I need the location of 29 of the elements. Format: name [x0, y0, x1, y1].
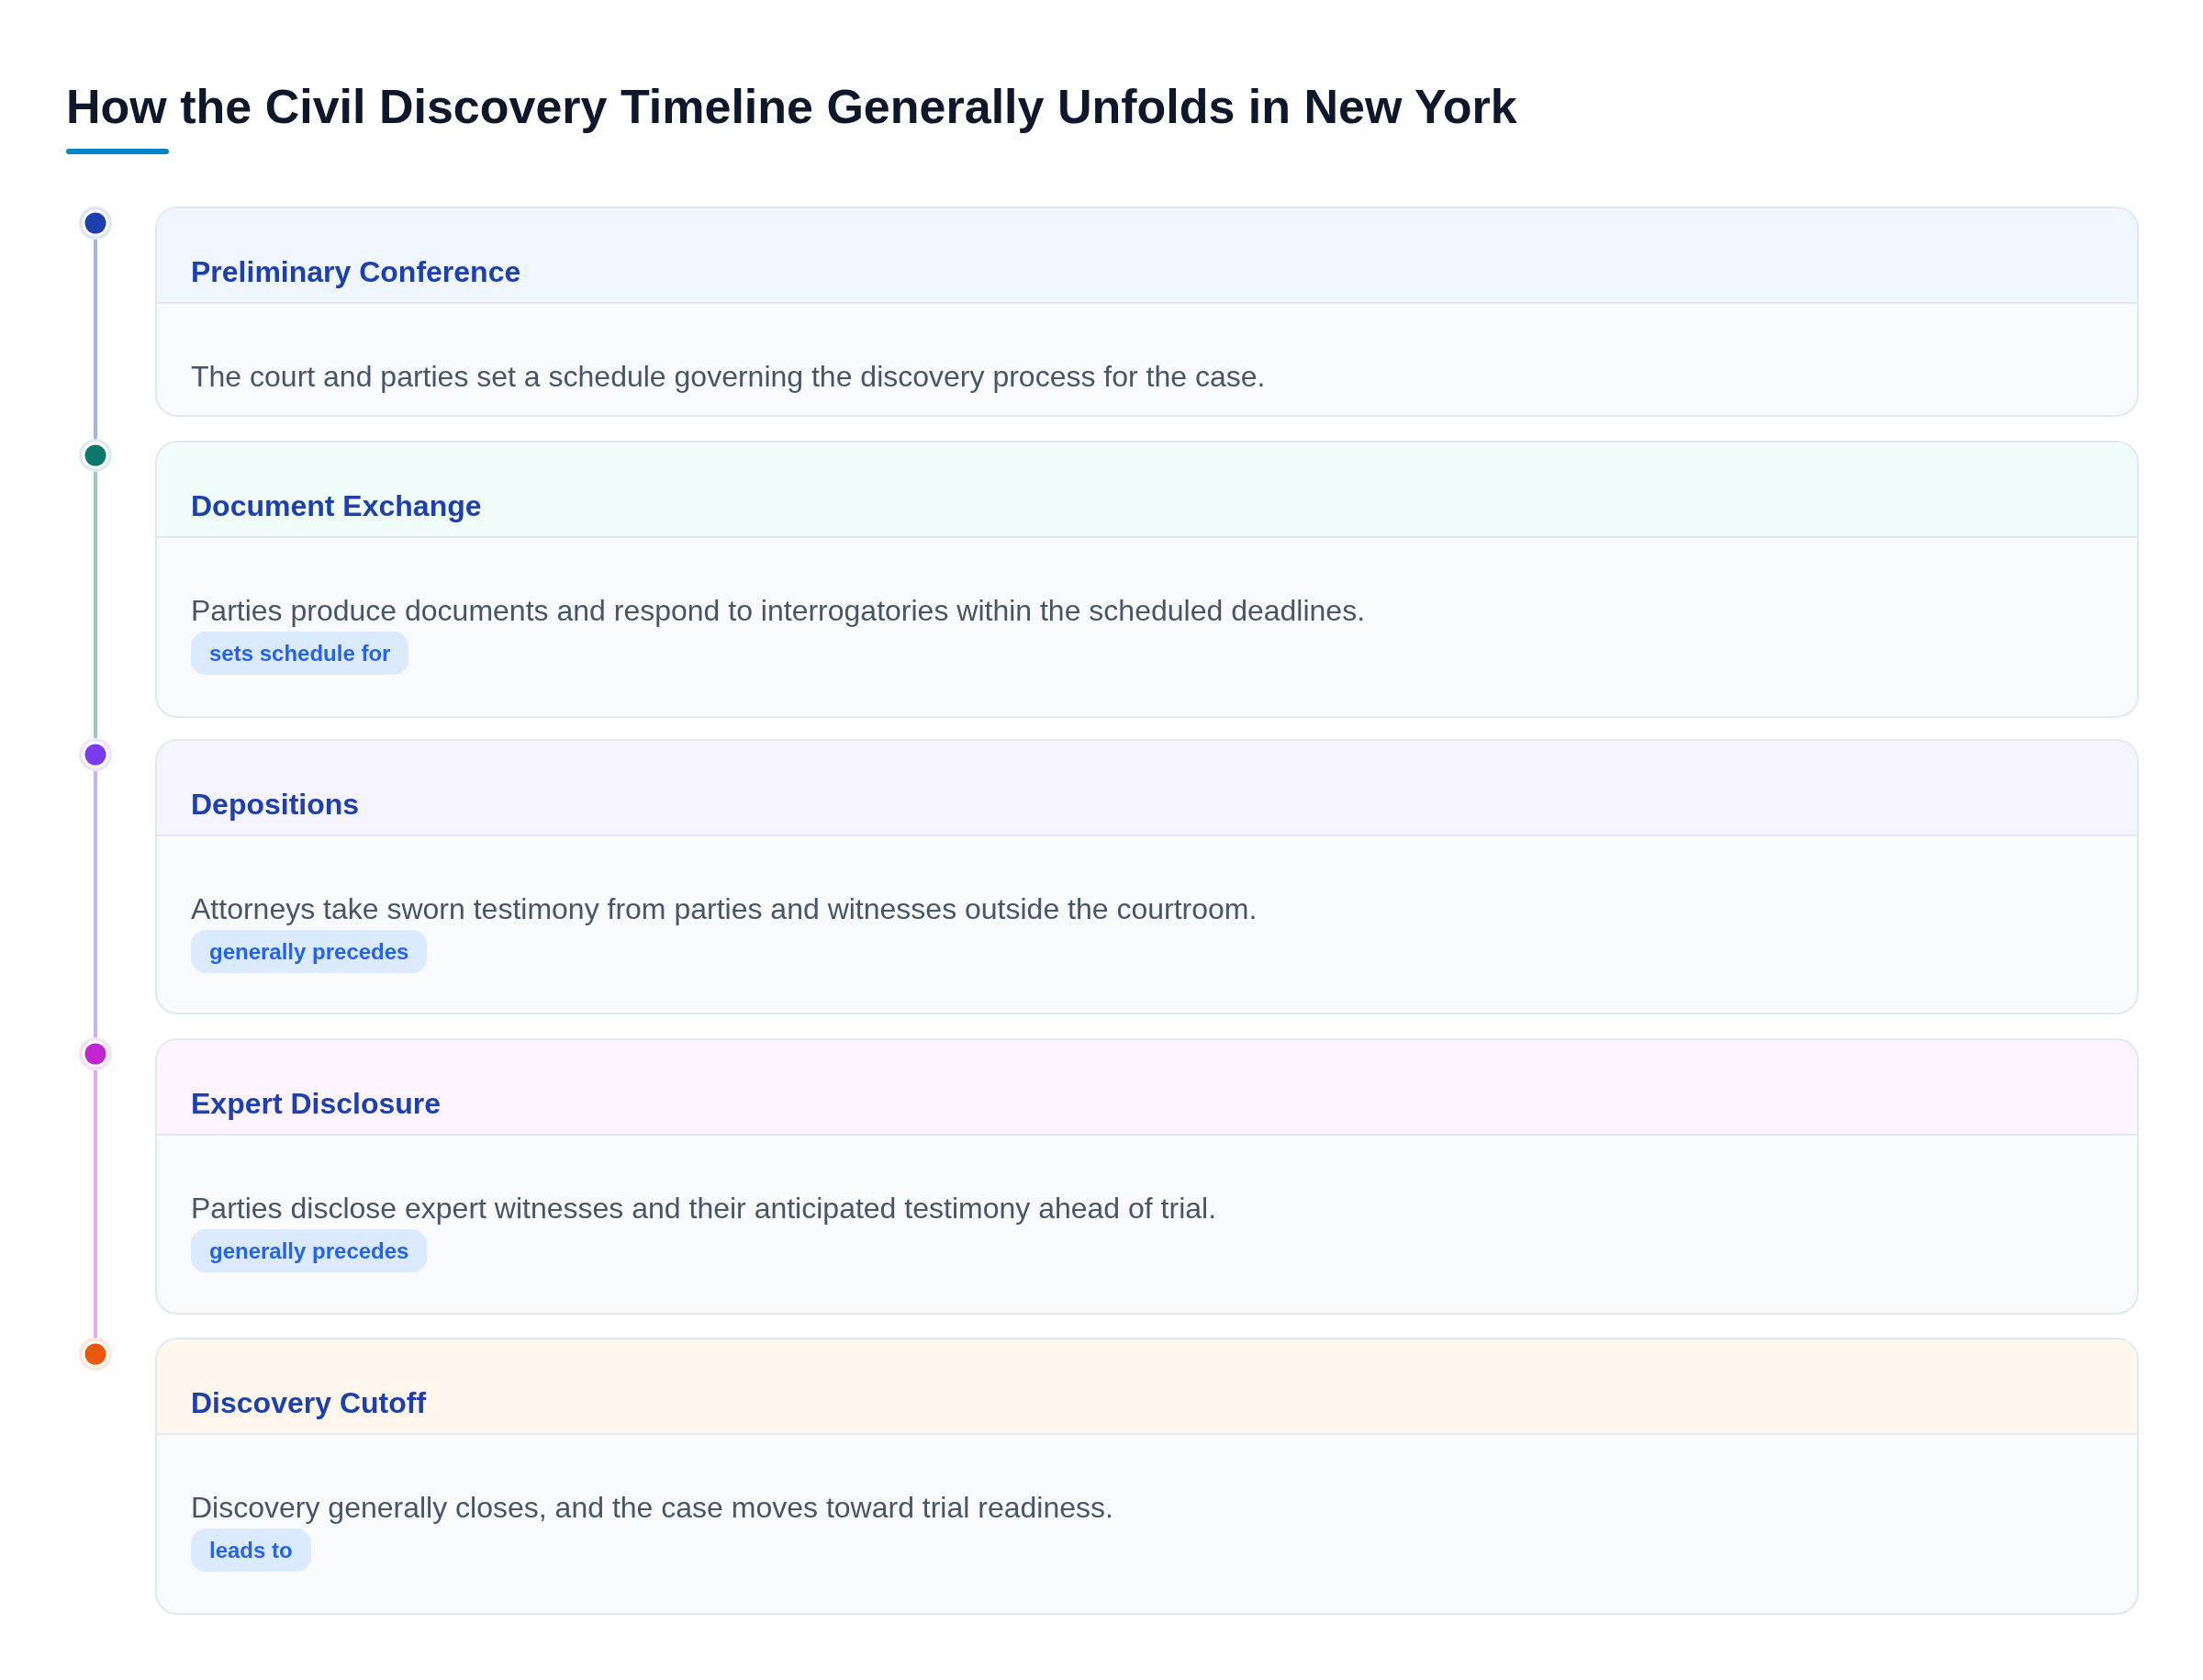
step-card — [155, 441, 2139, 718]
timeline-connector — [94, 240, 97, 439]
step-card — [155, 739, 2139, 1014]
timeline-connector — [94, 472, 97, 738]
step-description: Discovery generally closes, and the case moves toward trial readiness. — [191, 1491, 1114, 1524]
step-card — [155, 207, 2139, 417]
timeline-connector — [94, 1070, 97, 1338]
step-title: Depositions — [191, 787, 360, 822]
step-description: Parties produce documents and respond to interrogatories within the scheduled deadlines. — [191, 594, 1366, 627]
timeline-dot — [79, 439, 112, 472]
step-title: Discovery Cutoff — [191, 1385, 427, 1420]
relation-label: sets schedule for — [191, 632, 409, 675]
timeline-connector — [94, 771, 97, 1037]
step-title: Preliminary Conference — [191, 254, 521, 289]
step-description: Attorneys take sworn testimony from parties and witnesses outside the courtroom. — [191, 892, 1258, 925]
timeline-dot — [79, 738, 112, 771]
relation-label: generally precedes — [191, 930, 428, 973]
timeline-dot — [79, 1338, 112, 1371]
relation-label: leads to — [191, 1529, 311, 1572]
step-title: Expert Disclosure — [191, 1086, 442, 1121]
timeline-dot — [79, 1037, 112, 1070]
step-card — [155, 1338, 2139, 1615]
step-description: The court and parties set a schedule governing the discovery process for the case. — [191, 360, 1267, 393]
timeline-dot — [79, 207, 112, 240]
step-card — [155, 1038, 2139, 1315]
page-title: How the Civil Discovery Timeline Generally Unfolds in New York — [66, 79, 1517, 134]
relation-label: generally precedes — [191, 1229, 428, 1272]
step-title: Document Exchange — [191, 488, 482, 523]
step-description: Parties disclose expert witnesses and their anticipated testimony ahead of trial. — [191, 1192, 1218, 1225]
